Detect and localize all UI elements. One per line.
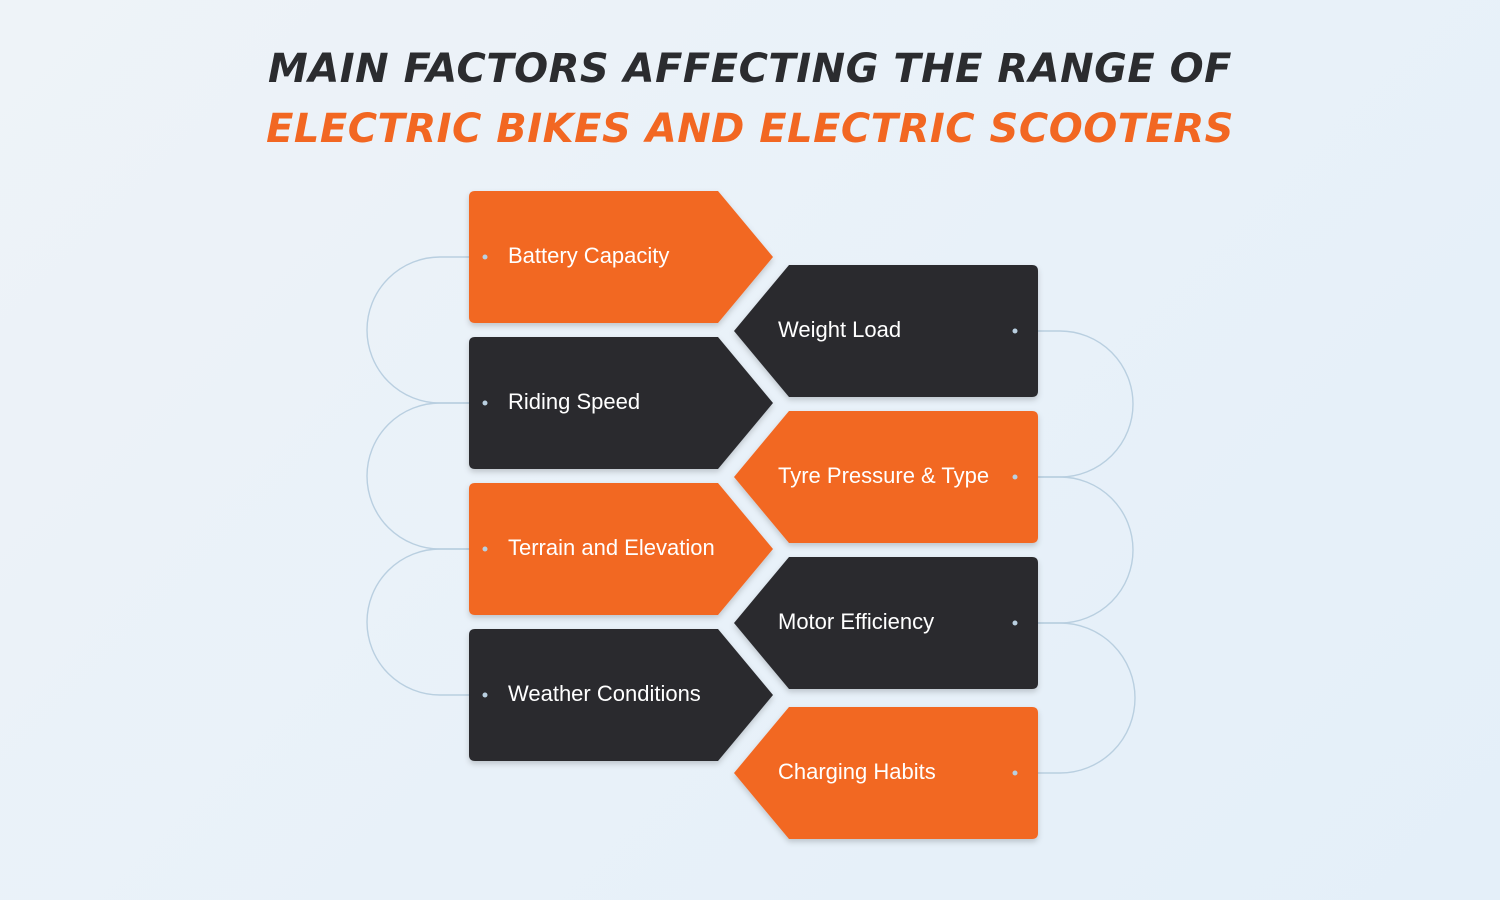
connector-lines <box>366 256 1136 774</box>
factor-card-shape <box>469 629 773 761</box>
connector-dot <box>482 400 488 406</box>
factor-card-shape <box>469 191 773 323</box>
factor-label: Weight Load <box>778 317 901 342</box>
factor-card-shape <box>469 483 773 615</box>
connector-dot <box>482 692 488 698</box>
title-line-2: ELECTRIC BIKES AND ELECTRIC SCOOTERS <box>266 106 1234 152</box>
factor-card-shape <box>734 557 1038 689</box>
factor-label: Weather Conditions <box>508 681 701 706</box>
factor-card-terrain-and-elevation: Terrain and Elevation <box>469 483 773 615</box>
connector-dot <box>482 546 488 552</box>
connector-dot <box>1012 474 1018 480</box>
factor-card-shape <box>734 411 1038 543</box>
factor-card-weather-conditions: Weather Conditions <box>469 629 773 761</box>
factor-card-weight-load: Weight Load <box>734 265 1038 397</box>
connector-line <box>1015 476 1134 624</box>
factor-card-charging-habits: Charging Habits <box>734 707 1038 839</box>
factor-card-motor-efficiency: Motor Efficiency <box>734 557 1038 689</box>
connector-dot <box>1012 770 1018 776</box>
connector-dot <box>1012 328 1018 334</box>
factor-label: Motor Efficiency <box>778 609 934 634</box>
factor-card-shape <box>734 265 1038 397</box>
factor-label: Charging Habits <box>778 759 936 784</box>
connector-line <box>366 548 485 696</box>
factor-card-battery-capacity: Battery Capacity <box>469 191 773 323</box>
connector-dot <box>482 254 488 260</box>
factor-card-riding-speed: Riding Speed <box>469 337 773 469</box>
factor-label: Riding Speed <box>508 389 640 414</box>
connector-line <box>366 256 485 404</box>
factor-card-tyre-pressure-and-type: Tyre Pressure & Type <box>734 411 1038 543</box>
factor-label: Tyre Pressure & Type <box>778 463 989 488</box>
connector-line <box>1015 622 1136 774</box>
connector-dot <box>1012 620 1018 626</box>
connector-line <box>366 402 485 550</box>
factor-card-shape <box>469 337 773 469</box>
factor-card-shape <box>734 707 1038 839</box>
factor-label: Terrain and Elevation <box>508 535 715 560</box>
connector-line <box>1015 330 1134 478</box>
factor-label: Battery Capacity <box>508 243 669 268</box>
title-line-1: MAIN FACTORS AFFECTING THE RANGE OF <box>268 46 1232 92</box>
